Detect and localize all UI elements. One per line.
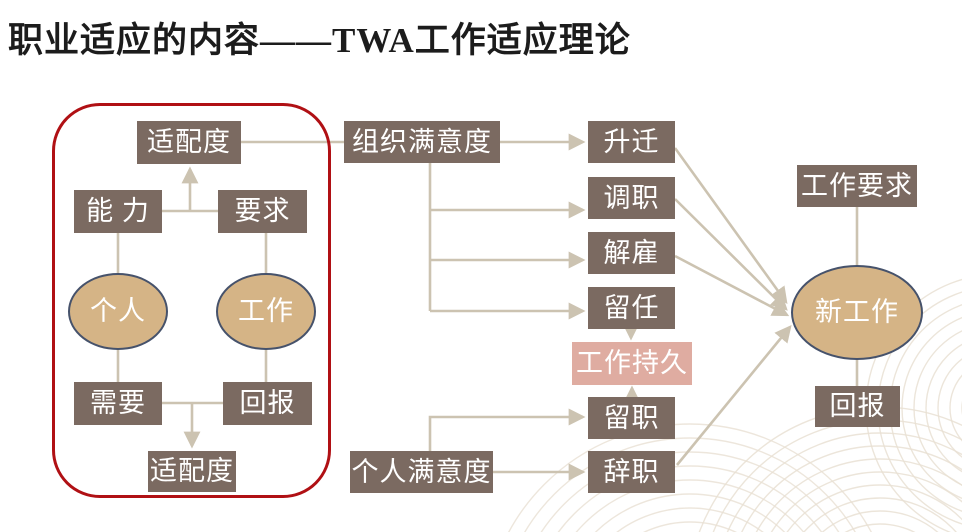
node-reward-left: 回报 (223, 382, 312, 425)
node-need: 需要 (74, 382, 162, 425)
node-new-job-ellipse: 新工作 (791, 265, 923, 360)
node-promotion: 升迁 (588, 121, 675, 163)
page-title: 职业适应的内容——TWA工作适应理论 (8, 21, 631, 60)
node-person-ellipse: 个人 (68, 273, 168, 350)
arrow-promotion-to-newjob (673, 147, 788, 305)
node-fit-bottom: 适配度 (148, 451, 236, 492)
arrow-dismissal-to-newjob (674, 254, 790, 317)
node-retention: 留任 (588, 287, 675, 329)
left-group-frame (52, 103, 331, 498)
node-stay: 留职 (588, 397, 675, 439)
node-work-requirement: 工作要求 (797, 165, 917, 207)
node-personal-satisfaction: 个人满意度 (350, 451, 493, 493)
arrow-personal-to-stay (428, 408, 586, 451)
node-work-ellipse: 工作 (216, 273, 316, 350)
arrow-resign-to-newjob (675, 325, 792, 466)
node-org-satisfaction: 组织满意度 (344, 121, 500, 163)
node-fit-top: 适配度 (137, 121, 241, 164)
node-reward-right: 回报 (815, 386, 900, 427)
ring-group-bottom-left (508, 423, 872, 532)
node-ability: 能 力 (74, 190, 162, 233)
node-transfer: 调职 (588, 177, 675, 219)
node-dismissal: 解雇 (588, 232, 675, 274)
node-job-persistence: 工作持久 (572, 342, 692, 385)
arrow-transfer-to-newjob (674, 198, 788, 311)
node-requirement: 要求 (218, 190, 307, 233)
node-resign: 辞职 (588, 451, 675, 493)
